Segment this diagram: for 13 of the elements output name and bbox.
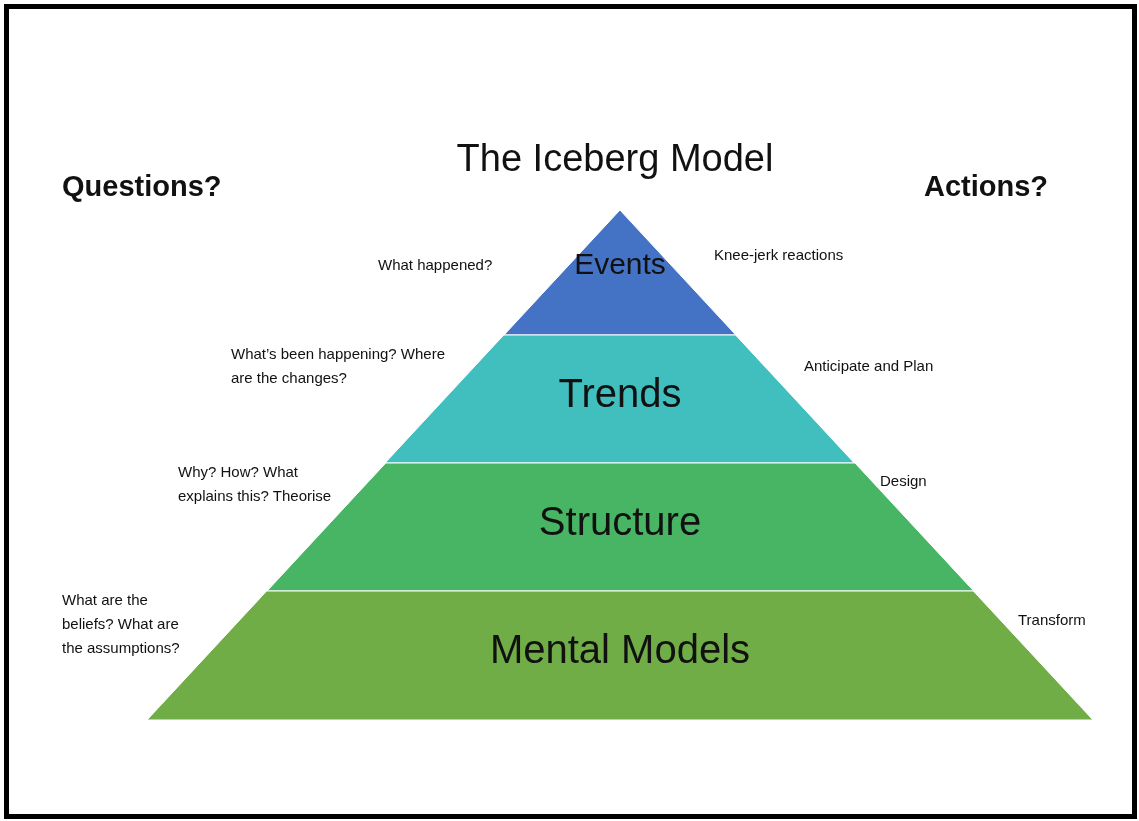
question-text: What happened? xyxy=(378,255,494,275)
question-text: What are the beliefs? What are the assumptions? xyxy=(62,590,181,658)
action-text: Anticipate and Plan xyxy=(804,356,935,376)
diagram-title: The Iceberg Model xyxy=(455,137,775,180)
column-heading: Actions? xyxy=(924,170,1049,203)
column-heading: Questions? xyxy=(62,170,222,203)
level-label: Trends xyxy=(557,371,683,416)
action-text: Knee-jerk reactions xyxy=(714,245,845,265)
question-text: What’s been happening? Where are the changes? xyxy=(231,344,447,388)
action-text: Design xyxy=(880,471,928,491)
question-text: Why? How? What explains this? Theorise xyxy=(178,462,333,506)
action-text: Transform xyxy=(1018,610,1087,630)
level-label: Structure xyxy=(537,499,703,544)
